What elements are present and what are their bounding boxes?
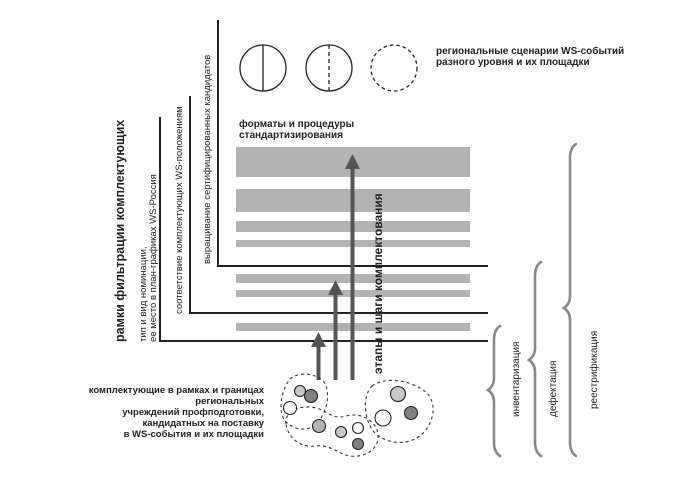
scenario-circles <box>239 44 418 92</box>
components-label-line1: комплектующие в рамках и границах <box>89 385 265 396</box>
arrow-shaft-long <box>350 168 355 380</box>
frame1-label-line2: ее место в план-графиках WS-Россия <box>148 174 159 342</box>
defect-label: дефектация <box>547 361 559 417</box>
candidate-circle <box>374 409 392 427</box>
candidate-circle <box>351 437 365 451</box>
registry-label: реестрификация <box>588 331 600 409</box>
frame2-label: соответствие комплектующих WS-положениям <box>174 106 185 314</box>
scenario-circle-dashed <box>370 44 418 92</box>
scenarios-label-line1: региональные сценарии WS-событий <box>436 45 624 57</box>
candidate-circle <box>303 388 319 404</box>
frame3-label: выращивание сертифицированных кандидатов <box>202 55 213 264</box>
filter-frames <box>159 20 488 342</box>
components-label-line3: учреждений профподготовки, <box>122 407 264 418</box>
formats-label-line1: форматы и процедуры <box>239 118 354 130</box>
components-label-line5: в WS-события и их площадки <box>124 429 265 440</box>
inventory-label: инвентаризация <box>511 342 522 417</box>
stages-axis-label: этапы и шаги комплектования <box>371 193 385 374</box>
frame-outer <box>159 117 488 342</box>
arrow-shaft-short <box>316 346 321 380</box>
components-label-line4: кандидатных на поставку <box>142 418 264 429</box>
candidate-circle <box>282 400 298 416</box>
components-label-line2: региональных <box>195 396 264 407</box>
candidate-circle <box>334 425 348 439</box>
candidate-circle <box>351 421 365 435</box>
frame-middle <box>189 96 488 314</box>
filter-frames-label: рамки фильтрации комплектующих <box>113 120 127 342</box>
arrow-head-long <box>345 154 360 169</box>
candidate-circle <box>403 405 419 421</box>
arrow-head-short <box>311 332 326 347</box>
cluster-outline <box>285 406 379 457</box>
candidate-circle <box>293 384 307 398</box>
frame1-label-line1: тип и вид номинации, <box>138 246 149 342</box>
candidate-circle <box>311 418 327 434</box>
arrow-shaft-medium <box>333 294 338 380</box>
components-cluster <box>280 373 434 457</box>
arrow-head-medium <box>328 280 343 295</box>
scenarios-label-line2: разного уровня и их площадки <box>436 57 590 68</box>
brace-registry <box>561 142 578 458</box>
frame-inner <box>217 20 488 267</box>
brace-defect <box>526 260 543 458</box>
stage-braces <box>485 142 578 458</box>
brace-inventory <box>485 324 502 458</box>
formats-label-line2: стандартизирования <box>239 130 343 141</box>
text-labels: рамки фильтрации комплектующих тип и вид… <box>89 45 624 440</box>
cluster-outline <box>280 373 329 430</box>
candidate-circle <box>389 385 407 403</box>
stage-arrows <box>311 154 360 380</box>
